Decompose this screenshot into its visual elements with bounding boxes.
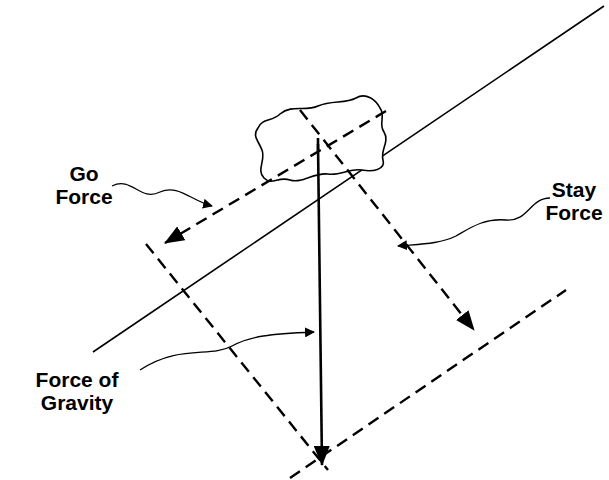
leader-line — [112, 184, 212, 206]
construction-line — [146, 244, 328, 470]
construction-line — [290, 290, 566, 478]
stay-force-arrow — [300, 110, 474, 330]
gravity-arrow — [318, 144, 322, 465]
stay-force-label: Stay Force — [542, 178, 606, 224]
leader-line — [398, 198, 550, 246]
rock — [255, 96, 385, 181]
slope-line — [93, 6, 604, 352]
gravity-label: Force of Gravity — [10, 368, 144, 414]
leader-line — [140, 332, 314, 370]
gravity-arrow-tick — [317, 138, 320, 152]
go-force-label: Go Force — [52, 162, 116, 208]
